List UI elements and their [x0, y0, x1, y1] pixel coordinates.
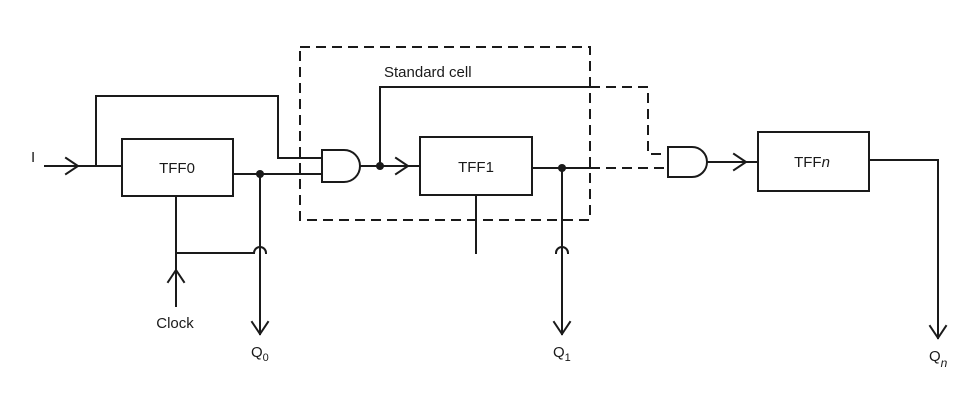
q1-label-main: Q [553, 344, 565, 361]
q0-label: Q0 [251, 344, 269, 364]
tff0-label: TFF0 [159, 160, 195, 177]
q0-label-main: Q [251, 344, 263, 361]
tff1-input-arrow [394, 156, 410, 176]
q1-label: Q1 [553, 344, 571, 364]
tffn-label-suffix: n [822, 154, 830, 171]
q1-arrow [552, 320, 572, 336]
qn-label-main: Q [929, 348, 941, 365]
tffn-input-arrow [732, 152, 748, 172]
clock-label: Clock [156, 315, 194, 332]
tffn-label-prefix: TFF [794, 154, 822, 171]
qn-output-wire [868, 159, 939, 339]
q1-label-sub: 1 [565, 352, 571, 364]
and-gate-n [667, 146, 708, 178]
qn-label-sub: n [941, 356, 948, 370]
q0-label-sub: 0 [263, 352, 269, 364]
standard-cell-label: Standard cell [384, 64, 472, 81]
tffn-label: TFFn [794, 154, 830, 171]
tff1-label: TFF1 [458, 159, 494, 176]
input-arrow [64, 156, 80, 176]
carry-wire-dashed [590, 86, 668, 155]
qn-label: Qn [929, 348, 948, 370]
q0-arrow [250, 320, 270, 336]
input-label: I [31, 149, 35, 166]
and-gate-1 [321, 149, 361, 183]
input-bypass-wire [95, 95, 323, 167]
tffn-block [757, 131, 870, 192]
tff0-block [121, 138, 234, 197]
tff1-block [419, 136, 533, 196]
clock-bus [175, 195, 255, 254]
qn-arrow [928, 324, 948, 340]
clock-input-arrow [166, 268, 186, 284]
standard-cell-boundary [299, 46, 591, 221]
